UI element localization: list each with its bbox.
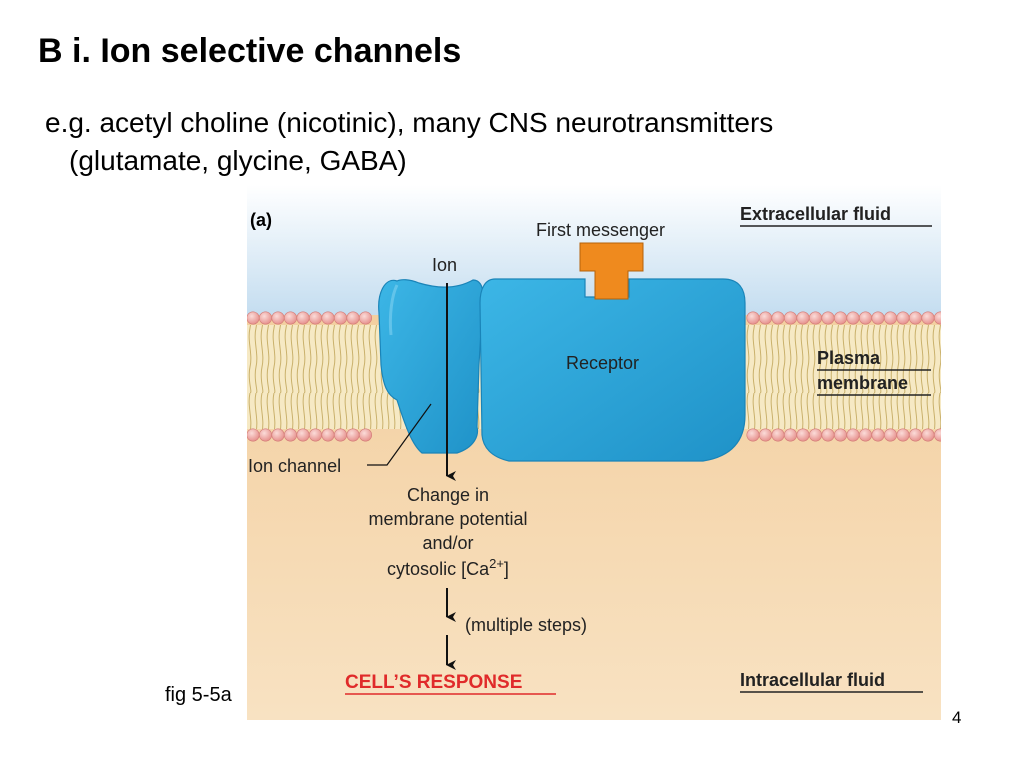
phospholipid-head xyxy=(871,311,885,325)
phospholipid-head xyxy=(308,311,322,325)
first-messenger-shape xyxy=(579,242,644,300)
phospholipid-head xyxy=(796,428,810,442)
phospholipid-head xyxy=(259,428,272,442)
first-messenger-label: First messenger xyxy=(536,220,665,240)
phospholipid-head xyxy=(783,428,797,442)
phospholipid-head xyxy=(359,428,373,442)
phospholipid-head xyxy=(908,311,922,325)
cells-response-label: CELL’S RESPONSE xyxy=(345,672,522,693)
calcium-charge: 2+ xyxy=(489,556,504,571)
receptor-label: Receptor xyxy=(566,353,639,373)
change-line-4: cytosolic [Ca2+] xyxy=(387,556,509,579)
phospholipid-head xyxy=(308,428,322,442)
ion-channel-label: Ion channel xyxy=(248,456,341,476)
phospholipid-head xyxy=(821,311,835,325)
phospholipid-head xyxy=(247,428,260,442)
cytosolic-prefix: cytosolic [Ca xyxy=(387,559,490,579)
phospholipid-head xyxy=(758,311,772,325)
bullet-text: e.g. acetyl choline (nicotinic), many CN… xyxy=(45,104,1005,180)
phospholipid-head xyxy=(271,311,285,325)
phospholipid-head xyxy=(846,311,860,325)
bullet-line-2: (glutamate, glycine, GABA) xyxy=(69,145,407,176)
ion-channel-leader xyxy=(367,403,432,466)
page-number: 4 xyxy=(952,708,962,727)
phospholipid-head xyxy=(771,428,785,442)
plasma-label-line2: membrane xyxy=(817,373,908,393)
phospholipid-head xyxy=(883,311,897,325)
phospholipid-head xyxy=(283,428,297,442)
channel-highlight xyxy=(388,284,399,336)
slide-title: B i. Ion selective channels xyxy=(38,32,462,70)
phospholipid-head xyxy=(896,311,910,325)
phospholipid-head xyxy=(934,428,941,442)
figure-caption: fig 5-5a xyxy=(165,684,232,706)
phospholipid-head xyxy=(771,311,785,325)
phospholipid-head xyxy=(821,428,835,442)
phospholipid-head xyxy=(808,428,822,442)
phospholipid-head xyxy=(808,311,822,325)
change-line-2: membrane potential xyxy=(368,509,527,529)
intracellular-label: Intracellular fluid xyxy=(740,670,885,690)
receptor-shape xyxy=(479,278,746,462)
figure-svg: (a) Extracellular fluid First messenger … xyxy=(247,185,941,720)
plasma-label-line1: Plasma xyxy=(817,348,881,368)
phospholipid-head xyxy=(334,428,348,442)
phospholipid-head xyxy=(934,311,941,325)
phospholipid-head xyxy=(334,311,348,325)
phospholipid-head xyxy=(283,311,297,325)
extracellular-label: Extracellular fluid xyxy=(740,204,891,224)
phospholipid-head xyxy=(896,428,910,442)
phospholipid-head xyxy=(858,311,872,325)
phospholipid-head xyxy=(833,428,847,442)
phospholipid-head xyxy=(296,428,310,442)
phospholipid-head xyxy=(921,311,935,325)
phospholipid-head xyxy=(247,311,260,325)
multiple-steps-label: (multiple steps) xyxy=(465,615,587,635)
change-line-3: and/or xyxy=(422,533,473,553)
phospholipid-head xyxy=(746,428,760,442)
phospholipid-head xyxy=(259,311,272,325)
ion-channel-shape xyxy=(378,279,484,454)
ion-label: Ion xyxy=(432,255,457,275)
phospholipid-heads-inner xyxy=(247,428,941,442)
phospholipid-head xyxy=(833,311,847,325)
phospholipid-head xyxy=(871,428,885,442)
phospholipid-head xyxy=(883,428,897,442)
phospholipid-head xyxy=(296,311,310,325)
phospholipid-head xyxy=(321,311,335,325)
phospholipid-heads-outer xyxy=(247,311,941,325)
ion-channel-figure: (a) Extracellular fluid First messenger … xyxy=(247,185,941,720)
bullet-line-1: e.g. acetyl choline (nicotinic), many CN… xyxy=(45,107,774,138)
phospholipid-head xyxy=(846,428,860,442)
phospholipid-head xyxy=(783,311,797,325)
cytosolic-suffix: ] xyxy=(504,559,509,579)
phospholipid-head xyxy=(346,428,360,442)
phospholipid-head xyxy=(758,428,772,442)
phospholipid-head xyxy=(858,428,872,442)
phospholipid-head xyxy=(746,311,760,325)
phospholipid-head xyxy=(796,311,810,325)
change-line-1: Change in xyxy=(407,485,489,505)
phospholipid-head xyxy=(346,311,360,325)
phospholipid-head xyxy=(921,428,935,442)
phospholipid-head xyxy=(271,428,285,442)
panel-label: (a) xyxy=(250,210,272,230)
phospholipid-head xyxy=(321,428,335,442)
phospholipid-head xyxy=(908,428,922,442)
phospholipid-head xyxy=(359,311,373,325)
